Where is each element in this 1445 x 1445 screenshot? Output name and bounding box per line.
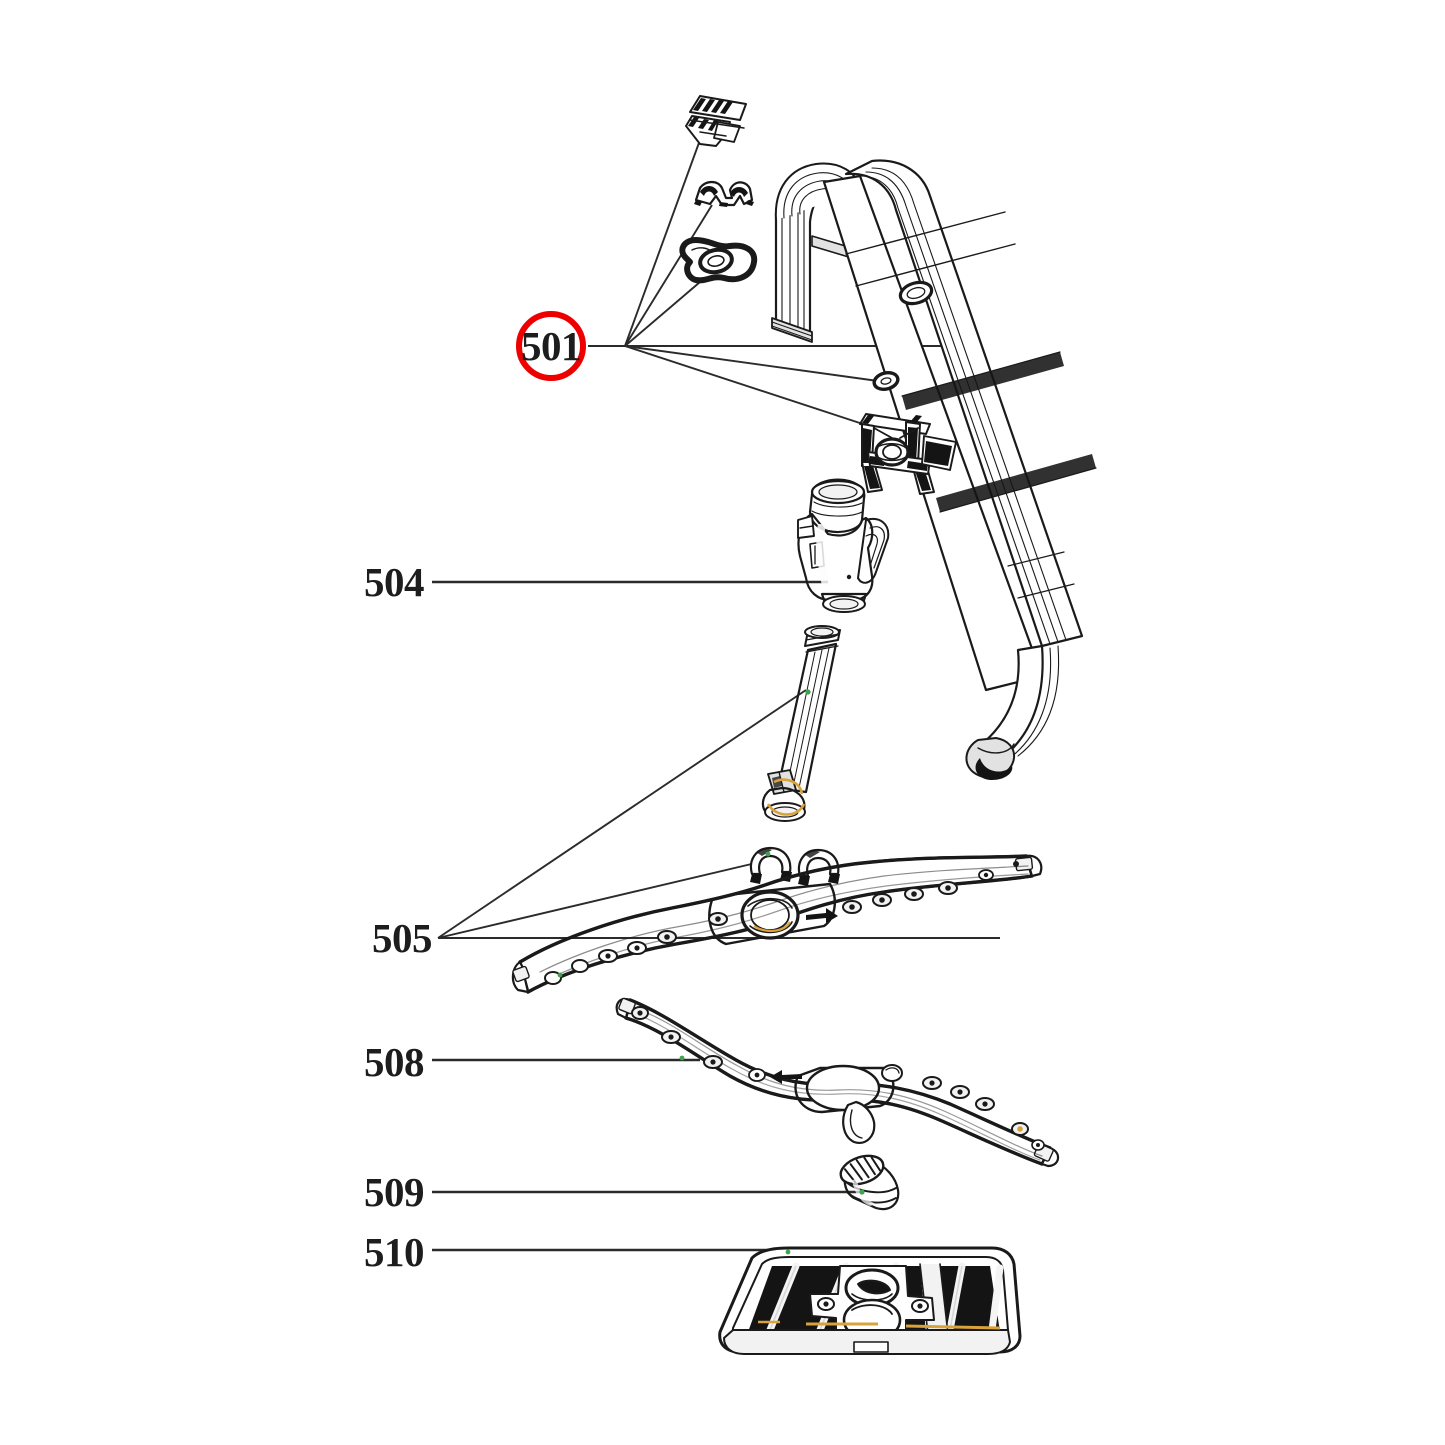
callout-510-label[interactable]: 510 <box>364 1229 425 1275</box>
leader-505 <box>437 689 1000 939</box>
callout-501-label: 501 <box>521 323 581 369</box>
callout-508-label[interactable]: 508 <box>364 1039 425 1085</box>
callout-509-label[interactable]: 509 <box>364 1169 425 1215</box>
highlight-ring <box>516 311 586 381</box>
upper-arm-nozzles-left <box>544 912 728 985</box>
part-mounting-bracket-clip <box>685 95 747 147</box>
lower-arm-hub <box>805 1064 881 1112</box>
part-o-ring-seal <box>872 371 900 391</box>
part-upper-spray-arm <box>511 854 1043 994</box>
callout-504-label[interactable]: 504 <box>364 559 425 605</box>
lower-arm-direction-arrow <box>770 1070 802 1084</box>
callout-labels: 501 504 505 508 509 510 <box>364 311 586 1275</box>
part-spray-arm-support-bracket <box>859 413 957 495</box>
part-clamp-ring <box>679 237 758 284</box>
callout-505-label[interactable]: 505 <box>372 915 433 961</box>
part-filter-plate <box>718 1246 1022 1355</box>
part-spray-arm-hub-bearing <box>839 1154 900 1211</box>
upper-arm-direction-arrow <box>806 908 838 923</box>
lower-arm-nozzles-right <box>922 1076 1045 1151</box>
part-lower-spray-arm <box>615 997 1060 1168</box>
part-water-diverter-valve-body <box>797 478 890 613</box>
upper-arm-nozzles-right <box>842 861 1019 914</box>
part-lambda-tube-frame <box>771 159 1097 780</box>
part-vertical-feed-tube <box>761 625 841 822</box>
lower-arm-nozzles-left <box>631 1006 766 1082</box>
callout-501[interactable]: 501 <box>516 311 586 381</box>
leader-lines <box>432 139 1000 1252</box>
part-dual-snap-clip <box>694 180 754 207</box>
leader-501 <box>588 139 960 428</box>
